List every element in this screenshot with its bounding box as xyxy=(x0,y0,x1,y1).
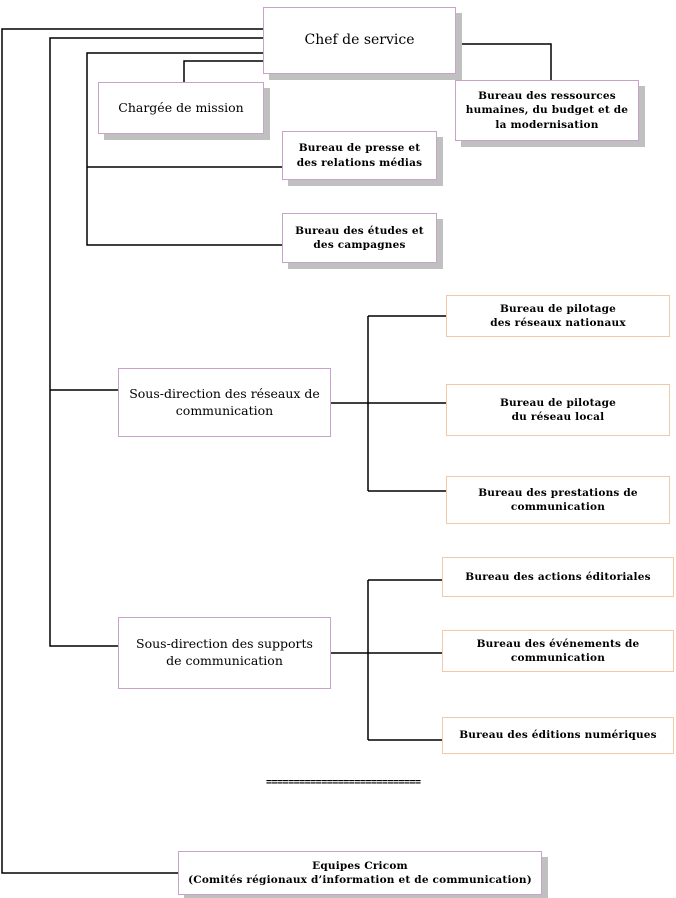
bureau-pilotage-nationaux-box: Bureau de pilotage des réseaux nationaux xyxy=(446,295,670,337)
bureau-rh-label: Bureau des ressources humaines, du budge… xyxy=(465,90,629,131)
bureau-presse-label: Bureau de presse et des relations médias xyxy=(296,142,423,169)
sd-supports-label: Sous-direction des supports de communica… xyxy=(136,636,313,668)
bureau-pilotage-nationaux-label: Bureau de pilotage des réseaux nationaux xyxy=(490,302,626,329)
bureau-pilotage-local-label: Bureau de pilotage du réseau local xyxy=(499,396,617,423)
line-to-chargee xyxy=(183,60,263,82)
bureau-editions-label: Bureau des éditions numériques xyxy=(459,729,657,742)
line-to-sous-directions xyxy=(49,37,263,647)
bureau-editions-box: Bureau des éditions numériques xyxy=(442,717,674,754)
sd-supports-box: Sous-direction des supports de communica… xyxy=(118,617,331,689)
sd-reseaux-label: Sous-direction des réseaux de communicat… xyxy=(129,385,320,418)
sd-reseaux-box: Sous-direction des réseaux de communicat… xyxy=(118,368,331,437)
chargee-de-mission-label: Chargée de mission xyxy=(118,99,244,115)
bureau-etudes-box: Bureau des études et des campagnes xyxy=(282,213,437,263)
bureau-prestations-box: Bureau des prestations de communication xyxy=(446,476,670,524)
bureau-pilotage-local-box: Bureau de pilotage du réseau local xyxy=(446,384,670,436)
bureau-etudes-label: Bureau des études et des campagnes xyxy=(295,224,424,251)
bureau-actions-label: Bureau des actions éditoriales xyxy=(465,570,651,583)
bureau-evenements-label: Bureau des événements de communication xyxy=(476,637,640,664)
chef-de-service-label: Chef de service xyxy=(304,32,415,49)
bureau-presse-box: Bureau de presse et des relations médias xyxy=(282,131,437,180)
line-to-rh xyxy=(456,43,552,80)
chef-de-service-box: Chef de service xyxy=(263,7,456,74)
equipes-cricom-label: Equipes Cricom (Comités régionaux d’info… xyxy=(188,859,532,886)
bureau-actions-box: Bureau des actions éditoriales xyxy=(442,557,674,597)
line-to-etudes xyxy=(86,52,282,246)
chargee-de-mission-box: Chargée de mission xyxy=(98,82,264,134)
separator-dashes: ============================ xyxy=(266,777,421,788)
bureau-prestations-label: Bureau des prestations de communication xyxy=(478,486,638,513)
line-to-cricom xyxy=(1,28,263,874)
equipes-cricom-box: Equipes Cricom (Comités régionaux d’info… xyxy=(178,851,542,895)
bureau-evenements-box: Bureau des événements de communication xyxy=(442,630,674,672)
bureau-rh-box: Bureau des ressources humaines, du budge… xyxy=(455,80,639,141)
